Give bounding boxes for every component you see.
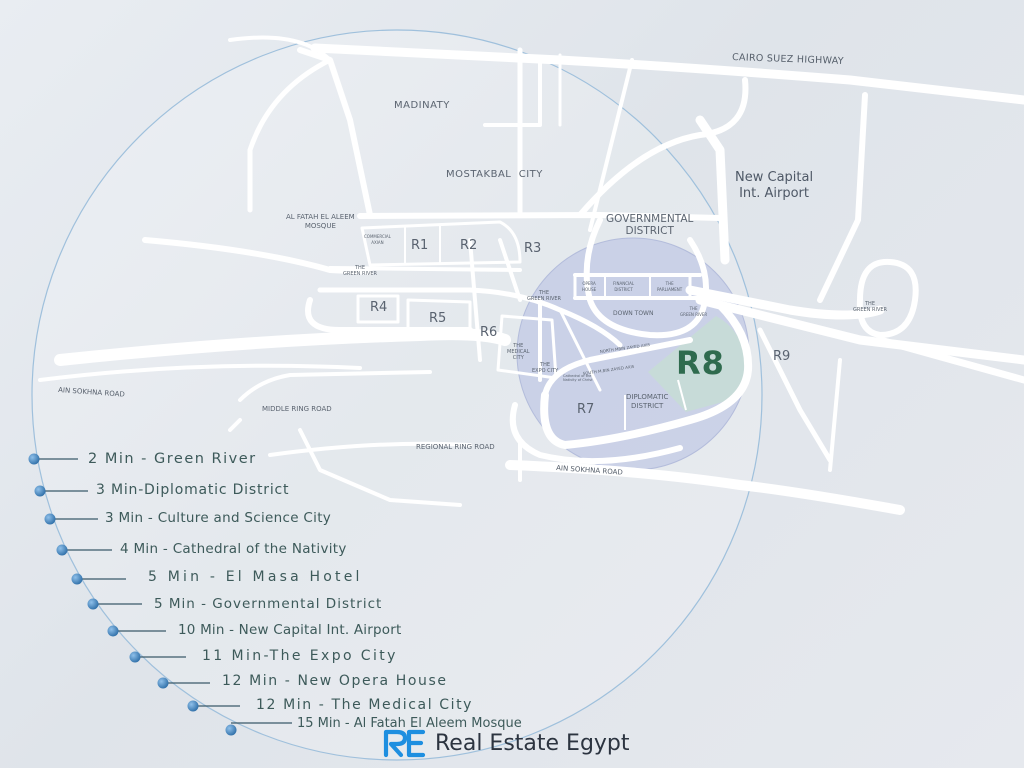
label-commercial-axis: COMMERCIAL AXIAN	[364, 234, 391, 245]
timeline-dot	[187, 700, 199, 712]
label-opera-house: OPERA HOUSE	[582, 281, 597, 292]
zone-r2: R2	[460, 238, 478, 253]
label-mostakbal-city: MOSTAKBAL CITY	[446, 169, 543, 180]
timeline-dots	[28, 453, 237, 736]
zone-r5: R5	[429, 311, 447, 326]
label-parliament: THE PARLIAMENT	[657, 281, 683, 292]
road-label-middle-ring: MIDDLE RING ROAD	[262, 405, 332, 413]
label-new-capital-airport: New Capital Int. Airport	[735, 170, 814, 201]
zone-dividers	[404, 224, 687, 430]
distance-item: 3 Min - Culture and Science City	[105, 510, 332, 526]
timeline-dot	[107, 625, 119, 637]
timeline-dot	[87, 598, 99, 610]
label-governmental-district: GOVERNMENTAL DISTRICT	[606, 213, 694, 237]
label-green-river-left: THE GREEN RIVER	[343, 265, 377, 277]
zone-r7: R7	[577, 402, 595, 417]
label-diplomatic-district: DIPLOMATIC DISTRICT	[626, 393, 669, 410]
distance-item: 12 Min - New Opera House	[222, 673, 448, 689]
timeline-dot	[56, 544, 68, 556]
timeline-dot	[71, 573, 83, 585]
distance-item: 11 Min-The Expo City	[202, 648, 398, 664]
distance-item: 5 Min - Governmental District	[154, 596, 383, 612]
timeline-lines	[34, 458, 292, 724]
road-network	[38, 35, 1024, 515]
brand-logo: Real Estate Egypt	[383, 727, 630, 759]
zone-outlines	[356, 220, 692, 380]
zone-r8: R8	[676, 344, 725, 382]
distance-item: 10 Min - New Capital Int. Airport	[178, 622, 402, 638]
label-medical-city: THE MEDICAL CITY	[507, 343, 530, 361]
timeline-dot	[157, 677, 169, 689]
distance-item: 15 Min - Al Fatah El Aleem Mosque	[297, 716, 522, 731]
re-logo-icon	[383, 729, 426, 758]
distance-item: 2 Min - Green River	[88, 451, 257, 467]
label-cathedral: Cathedral of the Nativity of Christ	[563, 374, 593, 382]
distance-item: 4 Min - Cathedral of the Nativity	[120, 541, 347, 557]
timeline-dot	[34, 485, 46, 497]
distance-item: 12 Min - The Medical City	[256, 697, 474, 713]
label-expo-city: THE EXPO CITY	[532, 362, 559, 374]
label-financial-district: FINANCIAL DISTRICT	[613, 281, 635, 292]
zone-r9: R9	[773, 349, 791, 364]
timeline-dot	[129, 651, 141, 663]
road-label-regional-ring: REGIONAL RING ROAD	[416, 443, 495, 451]
label-green-river-mid: THE GREEN RIVER	[527, 290, 561, 302]
zone-r6: R6	[480, 325, 498, 340]
r8-plot	[648, 316, 747, 412]
label-green-river-small: THE GREEN RIVER	[680, 306, 708, 317]
timeline-dot	[225, 724, 237, 736]
zone-r1: R1	[411, 238, 429, 253]
timeline-dot	[44, 513, 56, 525]
zone-r3: R3	[524, 241, 542, 256]
zone-r4: R4	[370, 300, 388, 315]
label-fatah-mosque: AL FATAH EL ALEEM MOSQUE	[286, 213, 355, 230]
brand-name: Real Estate Egypt	[435, 730, 630, 756]
distance-item: 3 Min-Diplomatic District	[96, 482, 290, 498]
road-label-cairo-suez: CAIRO SUEZ HIGHWAY	[732, 52, 844, 67]
label-madinaty: MADINATY	[394, 100, 450, 111]
label-down-town: DOWN TOWN	[613, 310, 654, 317]
distance-item: 5 Min - El Masa Hotel	[148, 569, 363, 585]
label-green-river-right: THE GREEN RIVER	[853, 301, 887, 313]
timeline-dot	[28, 453, 40, 465]
